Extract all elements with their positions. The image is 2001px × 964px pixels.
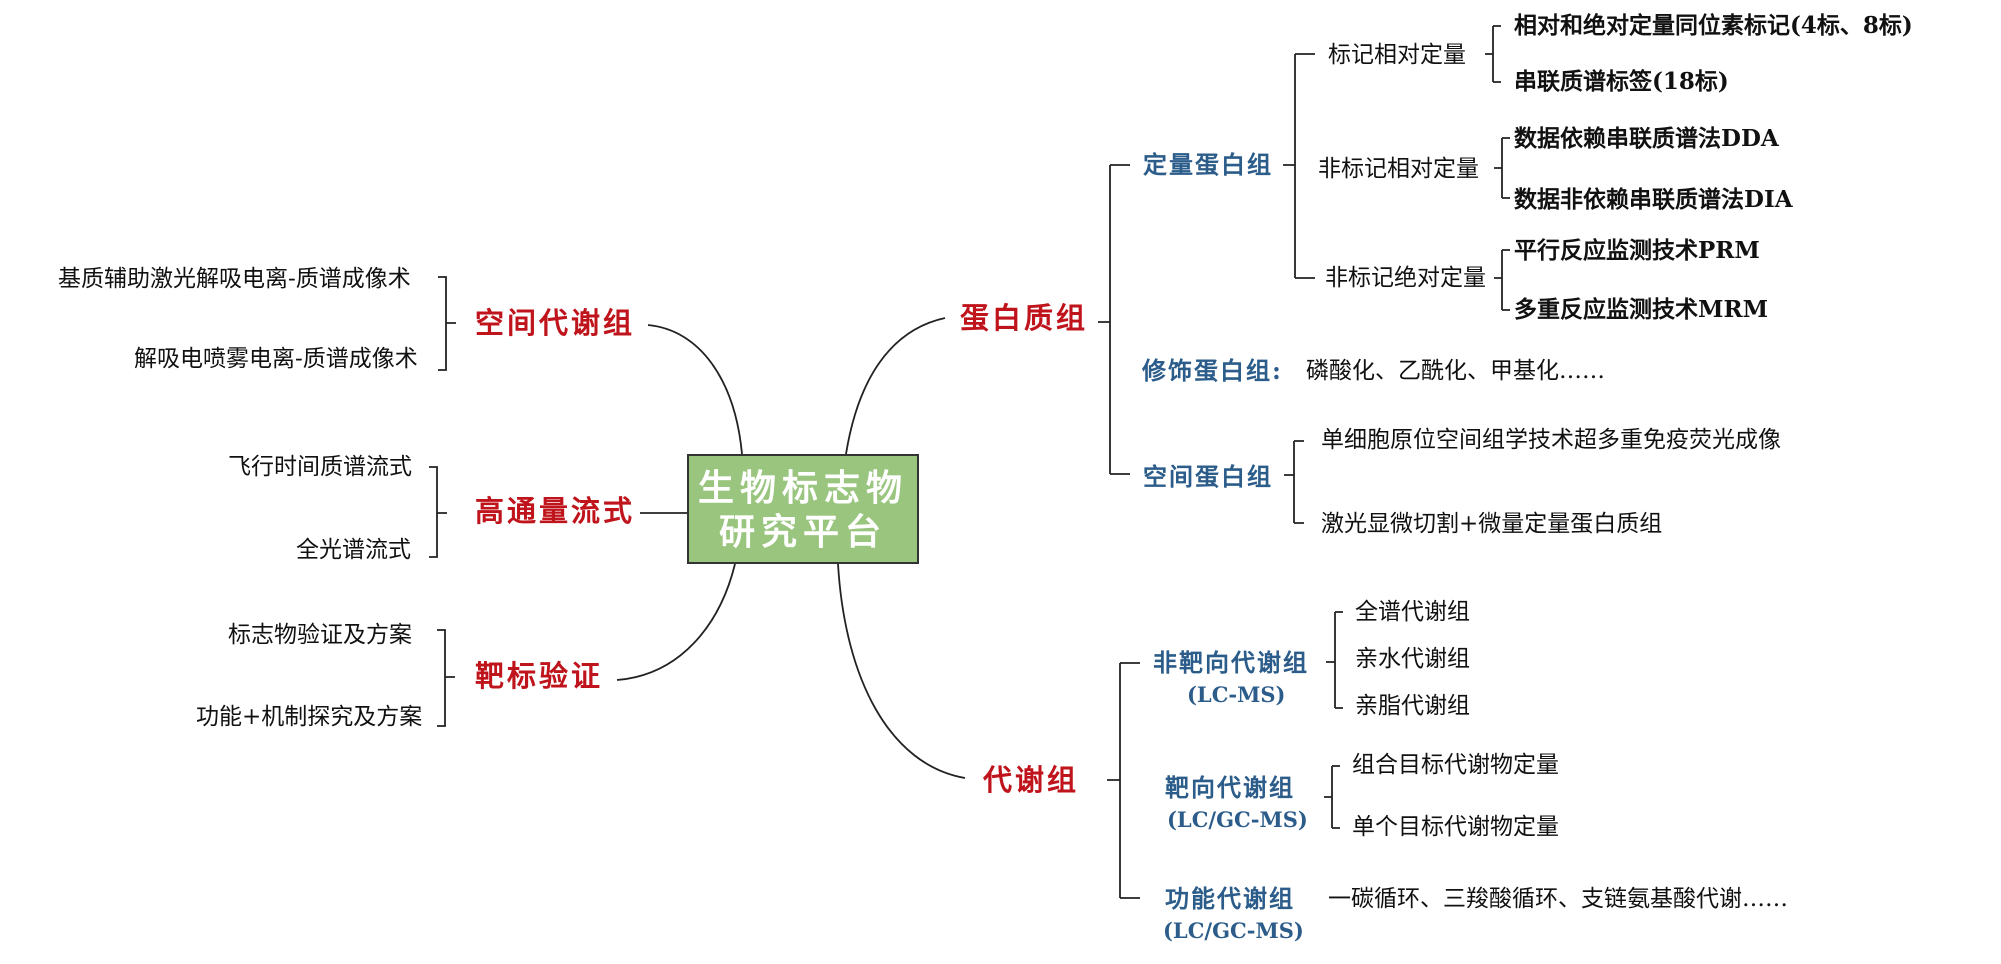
node-targeted-sub: (LC/GC-MS): [1167, 807, 1308, 832]
node-functional: 功能代谢组: [1165, 884, 1295, 913]
brace-proteomics: [1098, 164, 1130, 475]
leaf-marker-validation: 标志物验证及方案: [228, 622, 412, 648]
leaf-hydrophilic-metabolome: 亲水代谢组: [1355, 646, 1470, 672]
leaf-dia: 数据非依赖串联质谱法DIA: [1514, 186, 1793, 213]
node-spatial-metabolomics: 空间代谢组: [475, 306, 636, 340]
leaf-pathways: 一碳循环、三羧酸循环、支链氨基酸代谢……: [1328, 886, 1788, 912]
node-labelfree-relative: 非标记相对定量: [1318, 156, 1479, 182]
leaf-laser-microdissection: 激光显微切割+微量定量蛋白质组: [1321, 511, 1663, 537]
node-labelfree-absolute: 非标记绝对定量: [1325, 265, 1486, 291]
leaf-global-metabolome: 全谱代谢组: [1355, 599, 1470, 625]
node-labeled-relative: 标记相对定量: [1328, 42, 1466, 68]
brace-target-validation: [437, 629, 455, 727]
brace-spatial-metabolomics: [438, 276, 456, 371]
node-metabolomics: 代谢组: [983, 763, 1080, 797]
brace-labelfree-relative: [1494, 137, 1510, 199]
connector-metabolomics: [837, 563, 966, 779]
leaf-spectral-flow: 全光谱流式: [296, 537, 411, 563]
leaf-lipophilic-metabolome: 亲脂代谢组: [1355, 693, 1470, 719]
leaf-function-mechanism: 功能+机制探究及方案: [196, 704, 423, 730]
brace-spatial-proteome: [1284, 440, 1304, 524]
node-high-throughput-flow: 高通量流式: [475, 494, 636, 528]
leaf-itraq: 相对和绝对定量同位素标记(4标、8标): [1514, 12, 1913, 39]
node-targeted: 靶向代谢组: [1165, 773, 1295, 802]
connector-proteomics: [845, 317, 946, 455]
leaf-dda: 数据依赖串联质谱法DDA: [1514, 125, 1779, 152]
brace-untargeted: [1326, 611, 1343, 709]
leaf-single-target: 单个目标代谢物定量: [1352, 814, 1559, 840]
leaf-prm: 平行反应监测技术PRM: [1514, 237, 1760, 264]
brace-targeted: [1324, 765, 1340, 829]
brace-metabolomics: [1107, 662, 1140, 899]
brace-labelfree-absolute: [1494, 249, 1510, 311]
center-node: 生物标志物 研究平台: [687, 454, 919, 564]
node-target-validation: 靶标验证: [475, 659, 604, 693]
brace-labeled-relative: [1485, 25, 1501, 83]
connector-target-validation: [616, 563, 736, 681]
brace-quantitative: [1283, 53, 1315, 279]
node-proteomics: 蛋白质组: [960, 301, 1089, 335]
center-title-line2: 研究平台: [718, 511, 887, 553]
node-untargeted: 非靶向代谢组: [1153, 648, 1309, 677]
leaf-single-cell-spatial: 单细胞原位空间组学技术超多重免疫荧光成像: [1321, 427, 1781, 453]
node-untargeted-sub: (LC-MS): [1187, 682, 1286, 707]
node-quantitative-proteome: 定量蛋白组: [1143, 150, 1273, 179]
leaf-combined-targets: 组合目标代谢物定量: [1352, 752, 1559, 778]
node-functional-sub: (LC/GC-MS): [1163, 918, 1304, 943]
leaf-cytof: 飞行时间质谱流式: [228, 454, 412, 480]
leaf-modifications: 磷酸化、乙酰化、甲基化……: [1306, 358, 1605, 384]
connector-spatial-metabolomics: [647, 324, 743, 455]
leaf-mrm: 多重反应监测技术MRM: [1514, 296, 1769, 323]
center-title-line1: 生物标志物: [697, 467, 908, 509]
node-spatial-proteome: 空间蛋白组: [1143, 462, 1273, 491]
leaf-desi-msi: 解吸电喷雾电离-质谱成像术: [134, 346, 418, 372]
node-modification-proteome: 修饰蛋白组:: [1142, 356, 1283, 385]
leaf-maldi-msi: 基质辅助激光解吸电离-质谱成像术: [58, 266, 411, 292]
brace-high-throughput: [429, 466, 447, 558]
leaf-tmt: 串联质谱标签(18标): [1514, 68, 1729, 95]
